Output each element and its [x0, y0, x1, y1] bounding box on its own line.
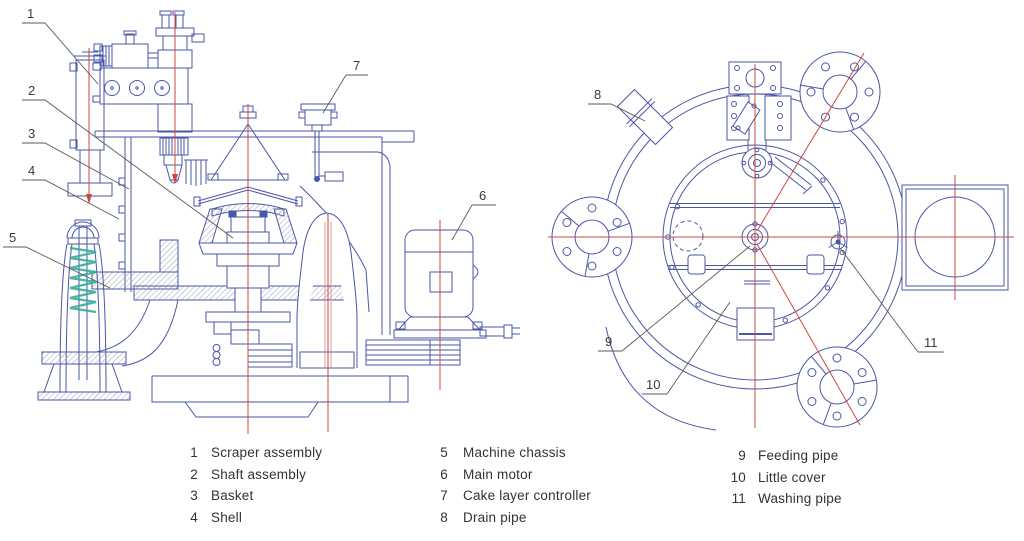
legend-label: Shaft assembly — [211, 467, 307, 482]
callout-1: 1 — [27, 6, 35, 21]
callout-3: 3 — [28, 126, 36, 141]
legend-number: 1 — [190, 445, 198, 460]
legend-number: 8 — [440, 510, 448, 525]
centerlines — [86, 12, 1014, 434]
legend-item: 8 Drain pipe — [428, 510, 527, 525]
callout-2: 2 — [28, 83, 36, 98]
legend-number: 10 — [730, 470, 746, 485]
callout-10: 10 — [646, 377, 661, 392]
legend-label: Little cover — [758, 470, 826, 485]
legend-number: 7 — [440, 488, 448, 503]
legend-number: 3 — [190, 488, 198, 503]
legend-number: 2 — [190, 467, 198, 482]
legend-label: Drain pipe — [463, 510, 527, 525]
callout-9: 9 — [605, 334, 613, 349]
spring-coil — [69, 246, 97, 314]
legend-item: 7 Cake layer controller — [428, 488, 591, 503]
legend-item: 1 Scraper assembly — [178, 445, 322, 460]
legend-item: 3 Basket — [178, 488, 253, 503]
legend-item: 4 Shell — [178, 510, 242, 525]
legend-item: 2 Shaft assembly — [178, 467, 306, 482]
callout-6: 6 — [479, 188, 487, 203]
legend-number: 5 — [440, 445, 448, 460]
callout-11: 11 — [924, 335, 938, 350]
legend-label: Machine chassis — [463, 445, 566, 460]
callout-5: 5 — [9, 230, 17, 245]
legend-item: 9 Feeding pipe — [714, 448, 838, 463]
legend-number: 11 — [731, 491, 746, 506]
legend-label: Scraper assembly — [211, 445, 323, 460]
legend-label: Shell — [211, 510, 243, 525]
legend-label: Feeding pipe — [758, 448, 839, 463]
legend-label: Washing pipe — [758, 491, 842, 506]
callout-7: 7 — [353, 58, 361, 73]
legend-label: Basket — [211, 488, 254, 503]
legend-number: 4 — [190, 510, 198, 525]
legend-label: Cake layer controller — [463, 488, 592, 503]
legend-number: 6 — [440, 467, 448, 482]
legend-item: 5 Machine chassis — [428, 445, 566, 460]
leader-lines — [3, 22, 944, 395]
legend-item: 10 Little cover — [714, 470, 826, 485]
legend-label: Main motor — [463, 467, 533, 482]
legend-number: 9 — [738, 448, 746, 463]
callout-8: 8 — [594, 87, 602, 102]
callout-4: 4 — [28, 163, 36, 178]
legend-item: 6 Main motor — [428, 467, 533, 482]
legend-item: 11 Washing pipe — [714, 491, 842, 506]
